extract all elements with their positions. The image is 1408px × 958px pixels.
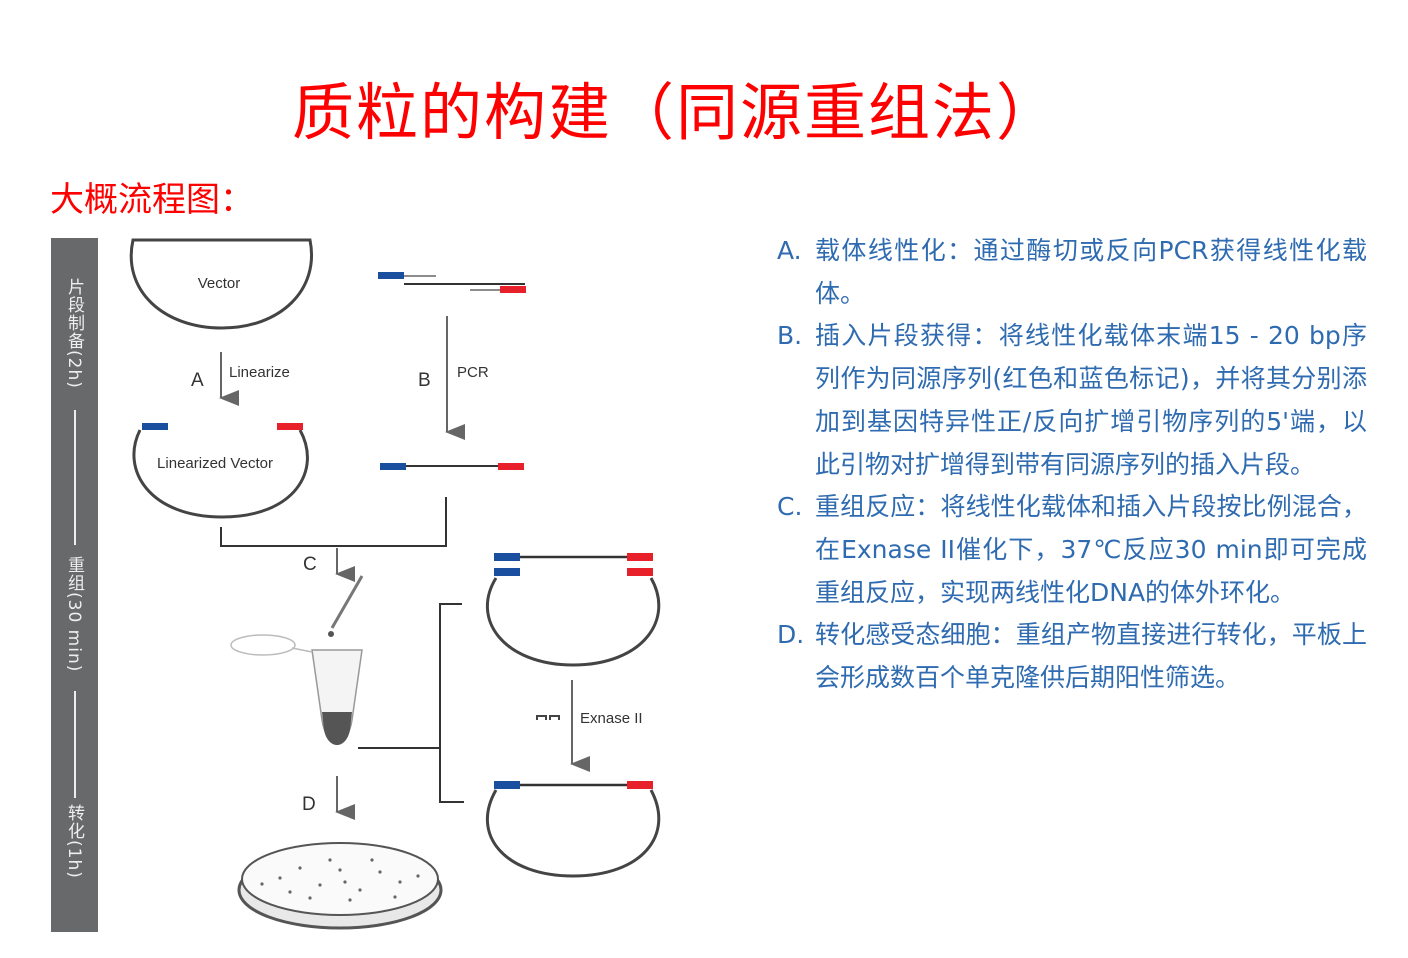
step-text: 插入片段获得：将线性化载体末端15 - 20 bp序列作为同源序列(红色和蓝色标… <box>815 321 1367 479</box>
recombined-plasmid-intermediate <box>485 553 661 667</box>
timeline-sidebar: 片段制备(2h) 重组(30 min) 转化(1h) <box>51 238 98 932</box>
workflow-diagram: Vector A Linearize Linearized Vector B P… <box>129 238 661 930</box>
step-item-d: D. 转化感受态细胞：重组产物直接进行转化，平板上会形成数百个单克隆供后期阳性筛选… <box>777 614 1367 699</box>
step-label: A. <box>777 236 802 265</box>
blue-homology-end <box>142 423 168 430</box>
vector-plasmid <box>129 238 313 330</box>
stage-transformation: 转化(1h) <box>64 804 84 879</box>
step-item-c: C. 重组反应：将线性化载体和插入片段按比例混合，在Exnase II催化下，37… <box>777 486 1367 614</box>
step-text: 转化感受态细胞：重组产物直接进行转化，平板上会形成数百个单克隆供后期阳性筛选。 <box>815 620 1367 693</box>
pcr-label: PCR <box>457 364 489 381</box>
step-d-label: D <box>302 794 316 815</box>
exnase-label: Exnase II <box>580 710 643 727</box>
timeline-divider <box>74 691 76 798</box>
vector-label: Vector <box>198 275 241 292</box>
section-subtitle: 大概流程图： <box>50 180 254 220</box>
pipette-icon <box>330 575 364 629</box>
stage-recombination: 重组(30 min) <box>64 556 84 673</box>
red-homology-end <box>277 423 303 430</box>
page-title: 质粒的构建（同源重组法） <box>292 76 1061 149</box>
linearized-vector-label: Linearized Vector <box>157 455 273 472</box>
step-item-b: B. 插入片段获得：将线性化载体末端15 - 20 bp序列作为同源序列(红色和蓝… <box>777 315 1367 486</box>
step-text: 重组反应：将线性化载体和插入片段按比例混合，在Exnase II催化下，37℃反… <box>815 492 1367 607</box>
step-b-label: B <box>418 370 431 391</box>
step-c-label: C <box>303 554 317 575</box>
step-descriptions: A. 载体线性化：通过酶切或反向PCR获得线性化载体。 B. 插入片段获得：将线性化… <box>777 230 1367 700</box>
step-label: D. <box>777 620 805 650</box>
timeline-divider <box>74 410 76 545</box>
linearize-label: Linearize <box>229 364 290 381</box>
step-a-label: A <box>191 370 204 391</box>
linearized-vector <box>132 429 309 519</box>
recombined-plasmid-final <box>485 781 661 878</box>
petri-dish-icon <box>237 842 443 930</box>
step-label: C. <box>777 492 803 522</box>
step-text: 载体线性化：通过酶切或反向PCR获得线性化载体。 <box>815 236 1367 308</box>
step-label: B. <box>777 321 803 351</box>
step-item-a: A. 载体线性化：通过酶切或反向PCR获得线性化载体。 <box>777 230 1367 315</box>
stage-fragment-prep: 片段制备(2h) <box>64 278 84 389</box>
